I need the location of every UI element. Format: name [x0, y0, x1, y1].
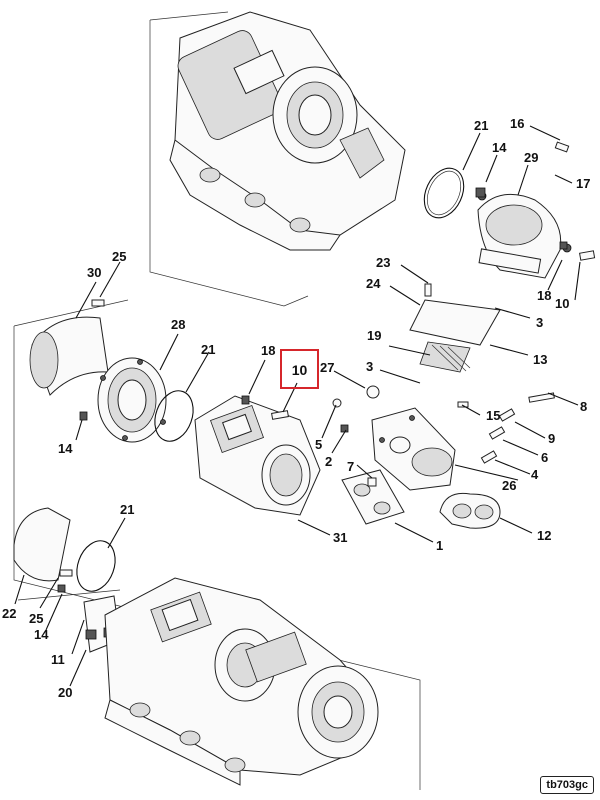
elbow-housing — [477, 191, 596, 279]
callout-12: 12 — [537, 528, 552, 543]
adapter-flange — [97, 357, 167, 443]
callout-19: 19 — [367, 328, 382, 343]
callout-14-mid: 14 — [58, 441, 73, 456]
callout-10-highlighted: 10 — [291, 362, 308, 378]
callout-3-mid: 3 — [366, 359, 374, 374]
callout-22: 22 — [2, 606, 17, 621]
callout-28: 28 — [171, 317, 186, 332]
middle-housing — [194, 395, 321, 516]
upper-manifold-housing — [169, 11, 406, 251]
callout-25-left: 25 — [112, 249, 127, 264]
callout-15: 15 — [486, 408, 501, 423]
callout-8: 8 — [580, 399, 588, 414]
oring-lower — [76, 540, 116, 592]
callout-1: 1 — [436, 538, 444, 553]
callout-2: 2 — [325, 454, 333, 469]
callout-6: 6 — [541, 450, 549, 465]
callout-27: 27 — [320, 360, 335, 375]
callout-14-lower: 14 — [34, 627, 49, 642]
callout-31: 31 — [333, 530, 348, 545]
oring-top — [423, 167, 465, 219]
callout-5: 5 — [315, 437, 323, 452]
callout-17: 17 — [576, 176, 591, 191]
leader-lines — [14, 125, 581, 687]
callout-26: 26 — [502, 478, 517, 493]
callout-10-right: 10 — [555, 296, 570, 311]
outlet-elbow — [371, 407, 456, 491]
callout-18-mid: 18 — [261, 343, 276, 358]
oring-middle — [154, 390, 194, 442]
callout-7: 7 — [347, 459, 355, 474]
callout-25-lower: 25 — [29, 611, 44, 626]
callout-13: 13 — [533, 352, 548, 367]
callout-29: 29 — [524, 150, 539, 165]
figure-id-label: tb703gc — [540, 776, 594, 794]
callout-21-top: 21 — [474, 118, 489, 133]
highlighted-callout-10: 10 — [280, 349, 319, 389]
callout-16: 16 — [510, 116, 525, 131]
callout-18-right: 18 — [537, 288, 552, 303]
callout-9: 9 — [548, 431, 556, 446]
lower-manifold-housing — [104, 577, 379, 786]
callout-30: 30 — [87, 265, 102, 280]
callout-21-lower: 21 — [120, 502, 135, 517]
flange-gasket-upper — [409, 299, 501, 373]
callout-11: 11 — [51, 652, 65, 667]
callout-3-upper: 3 — [536, 315, 544, 330]
end-cover — [13, 507, 71, 582]
fastener-hardware — [79, 141, 570, 487]
callout-21-mid: 21 — [201, 342, 216, 357]
callout-24: 24 — [366, 276, 381, 291]
callout-23: 23 — [376, 255, 391, 270]
callout-14-top: 14 — [492, 140, 507, 155]
heat-shield-band — [29, 316, 109, 396]
callout-20: 20 — [58, 685, 73, 700]
gasket-12 — [439, 492, 501, 529]
callout-4: 4 — [531, 467, 539, 482]
